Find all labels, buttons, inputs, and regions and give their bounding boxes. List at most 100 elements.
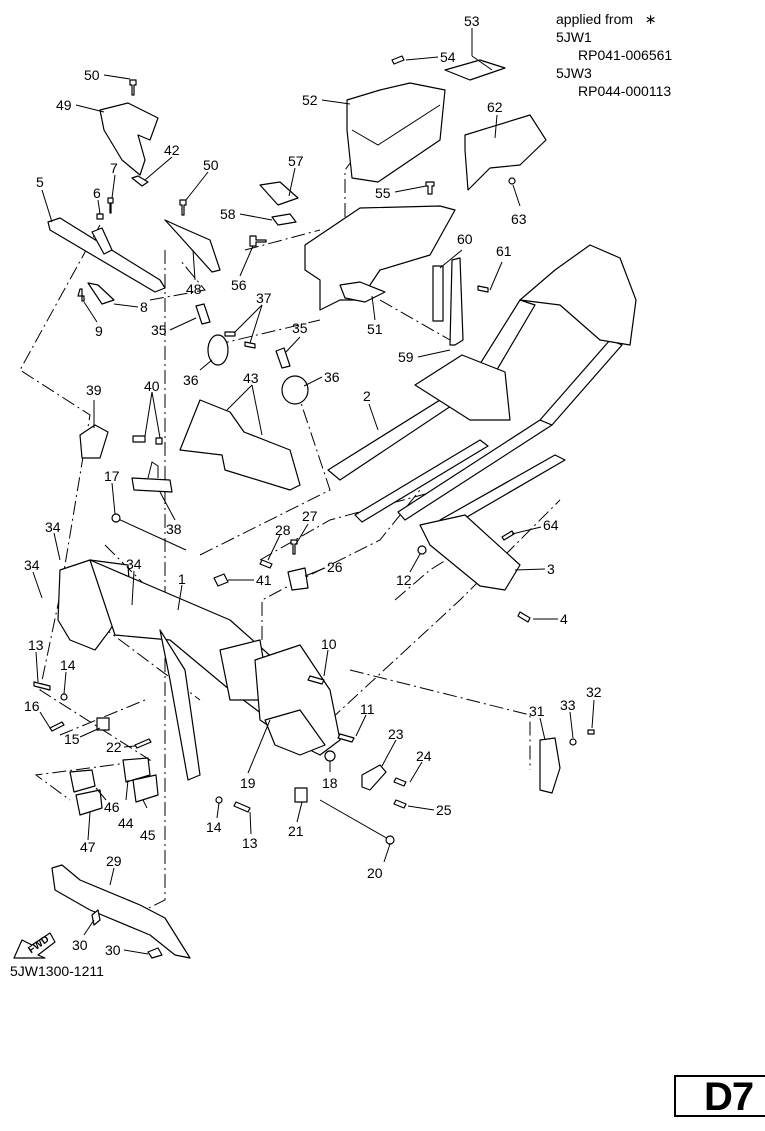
callout-29[interactable]: 29: [106, 853, 122, 886]
callout-14-left[interactable]: 14: [60, 657, 76, 695]
leader-line: [249, 811, 252, 835]
callout-57[interactable]: 57: [288, 153, 304, 197]
callout-61[interactable]: 61: [489, 243, 512, 291]
callout-64[interactable]: 64: [511, 517, 559, 535]
leader-line: [226, 384, 253, 411]
callout-52[interactable]: 52: [302, 92, 351, 108]
part-57-holder: [259, 181, 299, 206]
callout-12[interactable]: 12: [396, 553, 421, 588]
leader-line: [151, 391, 161, 439]
callout-59[interactable]: 59: [398, 349, 451, 365]
callout-41[interactable]: 41: [228, 572, 272, 588]
callout-8[interactable]: 8: [113, 299, 148, 315]
callout-4[interactable]: 4: [533, 611, 568, 627]
part-36-cap: [281, 375, 309, 405]
callout-number: 20: [367, 865, 383, 881]
callout-number: 34: [126, 556, 142, 572]
callout-13-left[interactable]: 13: [28, 637, 44, 683]
callout-21[interactable]: 21: [288, 801, 304, 839]
callout-33[interactable]: 33: [560, 697, 576, 739]
callout-38[interactable]: 38: [159, 491, 182, 537]
callout-number: 7: [110, 160, 118, 176]
callout-34-left[interactable]: 34: [24, 557, 43, 599]
callout-20[interactable]: 20: [367, 843, 391, 881]
callout-17[interactable]: 17: [104, 468, 120, 515]
leader-line: [381, 739, 397, 767]
callout-16[interactable]: 16: [24, 698, 51, 729]
callout-number: 47: [80, 839, 96, 855]
callout-36-left[interactable]: 36: [183, 359, 213, 388]
callout-1[interactable]: 1: [177, 571, 186, 611]
leader-line: [569, 711, 574, 739]
callout-7[interactable]: 7: [110, 160, 118, 199]
callout-35-right[interactable]: 35: [285, 320, 308, 353]
callout-50-mid[interactable]: 50: [185, 157, 219, 201]
callout-44[interactable]: 44: [118, 779, 134, 831]
callout-26[interactable]: 26: [304, 559, 343, 577]
callout-35-left[interactable]: 35: [151, 317, 197, 338]
part-14-washer: [215, 796, 223, 804]
callout-14-right[interactable]: 14: [206, 802, 222, 835]
part-59-stay: [449, 257, 464, 346]
callout-62[interactable]: 62: [487, 99, 503, 139]
callout-23[interactable]: 23: [381, 726, 404, 767]
callout-48[interactable]: 48: [186, 249, 202, 297]
callout-40[interactable]: 40: [144, 378, 161, 439]
callout-51[interactable]: 51: [367, 295, 383, 337]
callout-53[interactable]: 53: [464, 13, 493, 71]
callout-3[interactable]: 3: [514, 561, 555, 577]
callout-39[interactable]: 39: [86, 382, 102, 428]
callout-34-top[interactable]: 34: [45, 519, 61, 561]
part-5-bar: [47, 217, 166, 293]
callout-22[interactable]: 22: [106, 739, 136, 755]
callout-18[interactable]: 18: [322, 761, 338, 791]
callout-2[interactable]: 2: [363, 388, 379, 431]
callout-number: 49: [56, 97, 72, 113]
part-16-bolt: [49, 721, 65, 732]
callout-30-right[interactable]: 30: [105, 942, 149, 958]
callout-9[interactable]: 9: [83, 301, 103, 339]
callout-50-top[interactable]: 50: [84, 67, 131, 83]
callout-25[interactable]: 25: [407, 802, 452, 818]
callout-28[interactable]: 28: [267, 522, 291, 561]
callout-10[interactable]: 10: [321, 636, 337, 677]
callouts: 53 54 52 62 63 55 57 58 56 60 61 51 59 5…: [24, 13, 602, 958]
callout-34-mid[interactable]: 34: [126, 556, 142, 606]
callout-60[interactable]: 60: [439, 231, 473, 269]
callout-number: 42: [164, 142, 180, 158]
callout-19[interactable]: 19: [240, 719, 271, 791]
part-7-bolt: [107, 197, 114, 214]
callout-54[interactable]: 54: [405, 49, 456, 65]
callout-47[interactable]: 47: [80, 811, 96, 855]
callout-30-left[interactable]: 30: [72, 919, 95, 953]
callout-13-right[interactable]: 13: [242, 811, 258, 851]
callout-15[interactable]: 15: [64, 727, 101, 747]
callout-number: 36: [324, 369, 340, 385]
callout-37[interactable]: 37: [233, 290, 272, 344]
callout-49[interactable]: 49: [56, 97, 105, 113]
callout-43[interactable]: 43: [226, 370, 263, 436]
callout-24[interactable]: 24: [409, 748, 432, 783]
serial-number: RP044-000113: [578, 83, 672, 99]
callout-58[interactable]: 58: [220, 206, 273, 222]
applied-from-line: applied from ∗: [556, 10, 672, 28]
callout-36-right[interactable]: 36: [303, 369, 340, 387]
callout-56[interactable]: 56: [231, 245, 254, 293]
leader-line: [323, 649, 329, 677]
callout-5[interactable]: 5: [36, 174, 53, 223]
callout-32[interactable]: 32: [586, 684, 602, 729]
part-26-bracket: [287, 567, 309, 591]
callout-31[interactable]: 31: [529, 703, 546, 741]
callout-number: 56: [231, 277, 247, 293]
callout-55[interactable]: 55: [375, 185, 427, 201]
callout-63[interactable]: 63: [511, 184, 527, 227]
part-51-battery-bracket: [304, 205, 456, 311]
callout-27[interactable]: 27: [295, 508, 318, 545]
callout-46[interactable]: 46: [95, 787, 120, 815]
callout-11[interactable]: 11: [355, 701, 375, 737]
callout-number: 51: [367, 321, 383, 337]
callout-42[interactable]: 42: [144, 142, 180, 181]
part-21-collar: [294, 787, 308, 803]
callout-45[interactable]: 45: [140, 799, 156, 843]
callout-6[interactable]: 6: [93, 185, 101, 215]
